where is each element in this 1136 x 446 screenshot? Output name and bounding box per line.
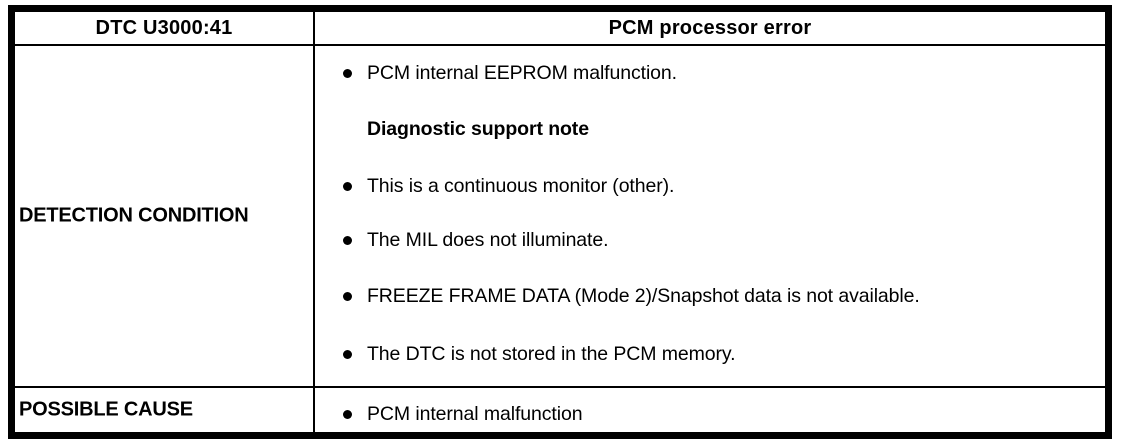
possible-cause-row: POSSIBLE CAUSE PCM internal malfunction [13, 386, 1107, 434]
detection-condition-list: PCM internal EEPROM malfunction. Diagnos… [315, 60, 1105, 367]
list-item-text: Diagnostic support note [367, 118, 589, 140]
possible-cause-label: POSSIBLE CAUSE [19, 398, 193, 421]
detection-condition-label: DETECTION CONDITION [19, 204, 249, 227]
bullet-icon [343, 292, 352, 301]
list-item-text: FREEZE FRAME DATA (Mode 2)/Snapshot data… [367, 285, 920, 307]
list-item-text: PCM internal EEPROM malfunction. [367, 62, 677, 84]
detection-condition-row: DETECTION CONDITION PCM internal EEPROM … [13, 44, 1107, 388]
bullet-icon [343, 410, 352, 419]
bullet-icon [343, 236, 352, 245]
bullet-icon [343, 182, 352, 191]
bullet-icon [343, 69, 352, 78]
table-header-row: DTC U3000:41 PCM processor error [13, 10, 1107, 46]
list-item: This is a continuous monitor (other). [315, 173, 1105, 199]
detection-condition-label-cell: DETECTION CONDITION [13, 44, 315, 388]
diagnostic-support-note-heading: Diagnostic support note [315, 116, 1105, 142]
list-item-text: The MIL does not illuminate. [367, 229, 609, 251]
list-item-text: PCM internal malfunction [367, 403, 583, 425]
list-item-text: The DTC is not stored in the PCM memory. [367, 343, 736, 365]
list-item: FREEZE FRAME DATA (Mode 2)/Snapshot data… [315, 283, 1105, 309]
list-item-text: This is a continuous monitor (other). [367, 175, 675, 197]
list-item: The MIL does not illuminate. [315, 227, 1105, 253]
detection-condition-content-cell: PCM internal EEPROM malfunction. Diagnos… [313, 44, 1107, 388]
list-item: The DTC is not stored in the PCM memory. [315, 341, 1105, 367]
possible-cause-content-cell: PCM internal malfunction [313, 386, 1107, 434]
dtc-diagnostic-table: DTC U3000:41 PCM processor error DETECTI… [8, 5, 1112, 439]
possible-cause-list: PCM internal malfunction [315, 401, 1105, 427]
possible-cause-label-cell: POSSIBLE CAUSE [13, 386, 315, 434]
fault-name-cell: PCM processor error [313, 10, 1107, 46]
dtc-code-cell: DTC U3000:41 [13, 10, 315, 46]
list-item: PCM internal malfunction [315, 401, 1105, 427]
list-item: PCM internal EEPROM malfunction. [315, 60, 1105, 86]
bullet-icon [343, 350, 352, 359]
